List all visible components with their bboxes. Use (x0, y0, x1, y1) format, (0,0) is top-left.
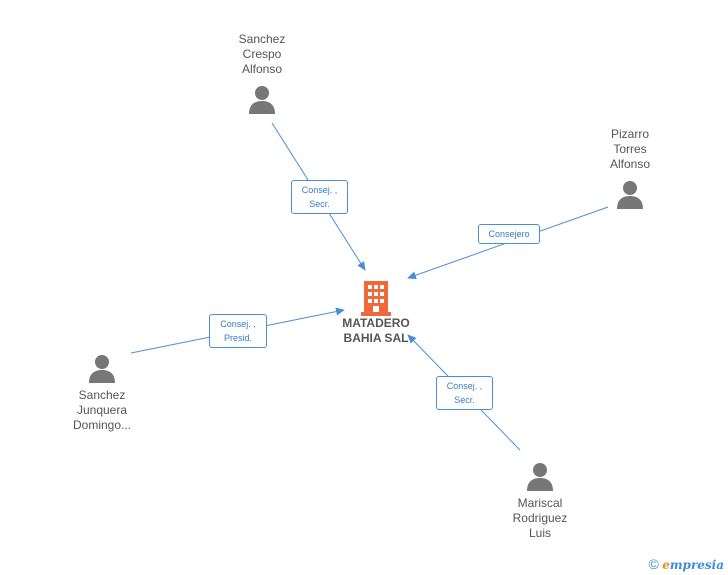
company-node[interactable]: MATADERO BAHIA SAL (330, 280, 422, 346)
person-name-line: Luis (528, 526, 551, 540)
role-line: Consej. , (446, 381, 483, 391)
role-label-pizarro-torres[interactable]: Consejero (478, 224, 540, 244)
person-node-pizarro-torres[interactable]: Pizarro Torres Alfonso (590, 127, 670, 210)
person-name-line: Mariscal (517, 496, 563, 510)
person-name-line: Domingo... (72, 418, 132, 432)
company-name-line: BAHIA SAL (343, 331, 409, 345)
building-icon (361, 281, 391, 316)
person-name-line: Alfonso (241, 62, 283, 76)
person-name-line: Torres (613, 142, 647, 156)
person-icon (89, 355, 115, 383)
role-line: Consej. , (220, 319, 256, 329)
person-icon (617, 181, 643, 209)
role-line: Secr. (309, 199, 330, 209)
person-icon (249, 86, 275, 114)
role-label-sanchez-junquera[interactable]: Consej. , Presid. (209, 314, 267, 348)
role-line: Secr. (454, 395, 475, 405)
person-name-line: Sanchez (78, 388, 126, 402)
person-name-line: Sanchez (238, 32, 286, 46)
person-name-line: Crespo (242, 47, 282, 61)
role-label-mariscal-rodriguez[interactable]: Consej. , Secr. (436, 376, 493, 410)
role-line: Consejero (488, 229, 530, 239)
brand-e: e (662, 558, 670, 572)
person-name-line: Rodriguez (512, 511, 568, 525)
company-name-line: MATADERO (342, 316, 410, 330)
copyright-symbol: © (648, 556, 659, 572)
person-node-sanchez-junquera[interactable]: Sanchez Junquera Domingo... (60, 354, 144, 433)
empresia-logo[interactable]: © empresia (649, 556, 724, 572)
person-node-sanchez-crespo[interactable]: Sanchez Crespo Alfonso (222, 32, 302, 115)
person-name-line: Pizarro (610, 127, 649, 141)
role-line: Consej. , (301, 185, 338, 195)
person-name-line: Junquera (76, 403, 128, 417)
person-name-line: Alfonso (609, 157, 651, 171)
person-node-mariscal-rodriguez[interactable]: Mariscal Rodriguez Luis (498, 462, 582, 541)
role-line: Presid. (223, 333, 252, 343)
role-label-sanchez-crespo[interactable]: Consej. , Secr. (291, 180, 348, 214)
brand-rest: mpresia (669, 558, 724, 572)
person-icon (527, 463, 553, 491)
